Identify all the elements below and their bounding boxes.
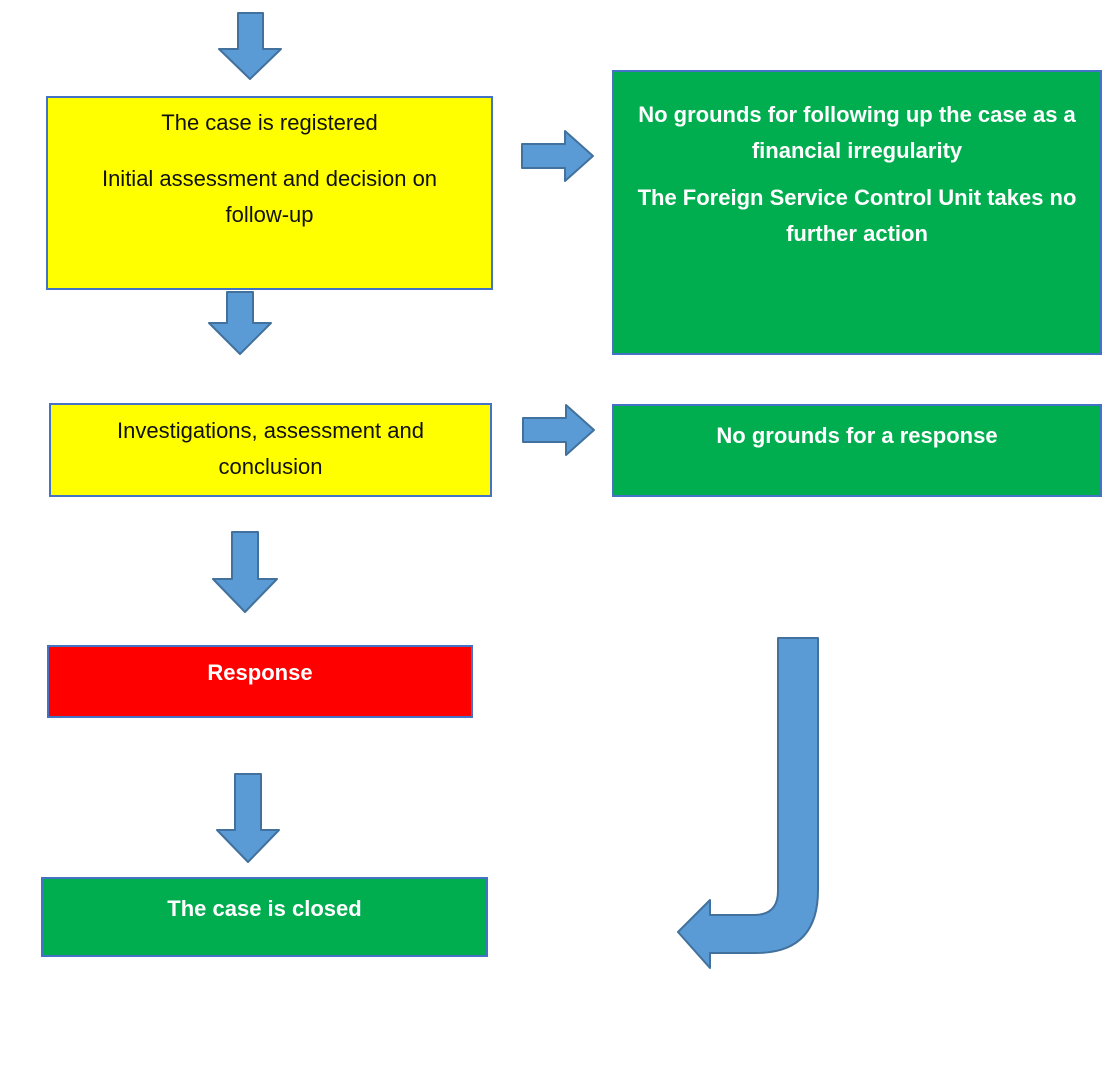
text-line: Response (207, 660, 313, 685)
node-case-closed: The case is closed (41, 877, 488, 957)
down-arrow-icon (208, 291, 272, 355)
text-line: The case is registered (161, 110, 378, 135)
node-case-registered: The case is registered Initial assessmen… (46, 96, 493, 290)
node-no-grounds-followup: No grounds for following up the case as … (612, 70, 1102, 355)
right-arrow-icon (521, 130, 594, 182)
text-line: financial irregularity (751, 138, 963, 163)
text-line: conclusion (218, 454, 323, 479)
down-arrow-icon (216, 773, 280, 863)
text-line: follow-up (225, 202, 314, 227)
node-investigations: Investigations, assessment and conclusio… (49, 403, 492, 497)
text-line: The case is closed (167, 896, 362, 921)
down-arrow-icon (212, 531, 278, 613)
bent-down-left-arrow-icon (677, 637, 819, 969)
text-line: No grounds for a response (716, 423, 998, 448)
node-no-grounds-response: No grounds for a response (612, 404, 1102, 497)
text-line: Investigations, assessment and (117, 418, 424, 443)
text-line: further action (786, 221, 928, 246)
text-line: The Foreign Service Control Unit takes n… (637, 185, 1077, 210)
right-arrow-icon (522, 404, 595, 456)
node-response: Response (47, 645, 473, 718)
text-line: No grounds for following up the case as … (638, 102, 1076, 127)
text-line: Initial assessment and decision on (101, 166, 438, 191)
down-arrow-icon (218, 12, 282, 80)
